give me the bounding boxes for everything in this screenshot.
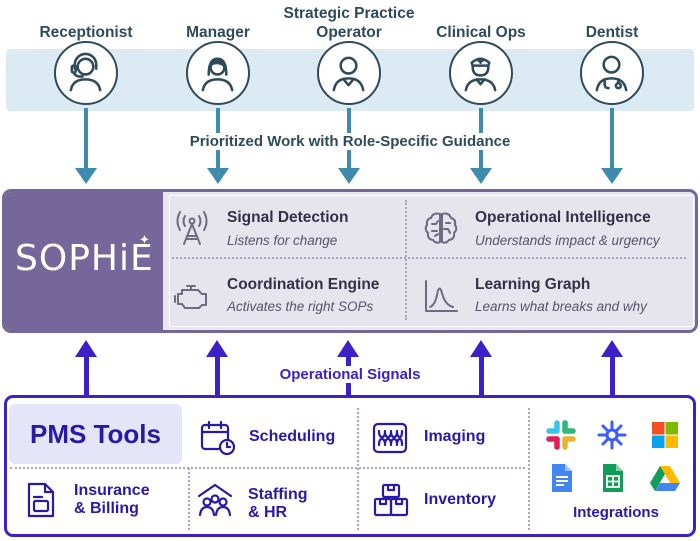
capability-title: Operational Intelligence <box>475 209 651 226</box>
person-icon <box>317 41 381 105</box>
capability-subtitle: Activates the right SOPs <box>227 299 374 314</box>
tool-label-multiline: Staffing & HR <box>248 486 308 522</box>
tool-label: Imaging <box>424 428 486 445</box>
microsoft-icon <box>649 419 681 451</box>
capability-subtitle: Learns what breaks and why <box>475 299 647 314</box>
sophie-logo: SOPHiE <box>15 238 154 279</box>
signal-arrow-up <box>206 340 228 396</box>
nurse-icon <box>449 41 513 105</box>
role-label: Manager <box>186 24 250 41</box>
sparkle-icon: ✦ <box>139 232 150 247</box>
divider <box>188 468 190 530</box>
graph-icon <box>422 277 460 315</box>
slack-icon <box>545 419 577 451</box>
tool-label-line2: & Billing <box>74 500 139 517</box>
calendar-clock-icon <box>199 419 237 457</box>
capability-subtitle: Listens for change <box>227 233 338 248</box>
role-clinical-ops: Clinical Ops <box>421 0 541 105</box>
role-manager: Manager <box>158 0 278 105</box>
integrations-label: Integrations <box>573 504 659 521</box>
role-receptionist: Receptionist <box>26 0 146 105</box>
google-drive-icon <box>649 462 681 494</box>
document-card-icon <box>22 481 60 519</box>
capability-title: Coordination Engine <box>227 276 380 293</box>
sophie-brand-panel: SOPHiE ✦ <box>5 192 163 330</box>
signal-arrow-up <box>470 340 492 396</box>
doctor-stethoscope-icon <box>580 41 644 105</box>
signal-arrow-up <box>601 340 623 396</box>
guidance-caption: Prioritized Work with Role-Specific Guid… <box>0 133 700 150</box>
role-label: Dentist <box>585 24 639 41</box>
tool-label: Inventory <box>424 491 497 508</box>
google-docs-icon <box>545 462 577 494</box>
sophie-container: SOPHiE ✦ <box>2 189 698 333</box>
tool-label-line1: Insurance <box>74 482 150 499</box>
role-dentist: Dentist <box>552 0 672 105</box>
teeth-scan-icon <box>371 419 409 457</box>
engine-icon <box>173 277 211 315</box>
role-label-line2: Operator <box>316 24 382 41</box>
team-icon <box>196 481 234 519</box>
boxes-icon <box>372 481 410 519</box>
headset-person-icon <box>54 41 118 105</box>
signal-tower-icon <box>173 208 211 246</box>
role-label: Receptionist <box>39 24 133 41</box>
tool-label-line2: & HR <box>248 504 288 521</box>
role-label-line1: Strategic Practice <box>283 5 415 22</box>
divider <box>528 408 530 530</box>
role-label: Clinical Ops <box>436 24 526 41</box>
signal-arrow-up <box>75 340 97 396</box>
divider <box>357 408 359 530</box>
brain-icon <box>422 209 460 247</box>
divider <box>172 257 686 259</box>
flow-arrow-down <box>75 108 97 184</box>
person-icon <box>186 41 250 105</box>
divider <box>10 467 525 469</box>
tool-label: Scheduling <box>249 428 336 445</box>
pms-title: PMS Tools <box>9 404 182 464</box>
tool-label-multiline: Insurance & Billing <box>74 482 150 518</box>
tool-label-line1: Staffing <box>248 486 308 503</box>
perplexity-icon <box>596 419 628 451</box>
capability-title: Signal Detection <box>227 209 349 226</box>
capability-subtitle: Understands impact & urgency <box>475 233 660 248</box>
divider <box>405 200 407 320</box>
google-sheets-icon <box>596 462 628 494</box>
capability-title: Learning Graph <box>475 276 591 293</box>
signals-caption: Operational Signals <box>0 366 700 383</box>
flow-arrow-down <box>601 108 623 184</box>
